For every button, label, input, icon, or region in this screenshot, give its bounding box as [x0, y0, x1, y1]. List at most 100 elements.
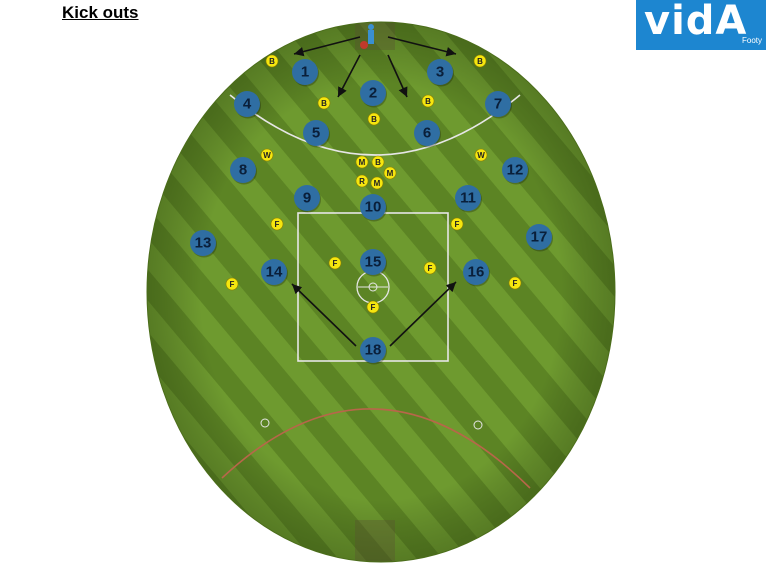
opponent-marker — [371, 155, 385, 169]
opponent-position-label: B — [321, 99, 327, 108]
opponent-m-11: M — [370, 176, 384, 190]
team-player-13: 13 — [190, 230, 217, 258]
opponent-marker — [450, 217, 464, 231]
team-player-10: 10 — [360, 194, 387, 222]
opponent-marker — [317, 96, 331, 110]
team-player-17: 17 — [526, 224, 553, 252]
player-marker — [414, 120, 440, 146]
player-marker — [360, 80, 386, 106]
opponent-position-label: B — [269, 57, 275, 66]
team-player-2: 2 — [360, 80, 387, 108]
opponent-position-label: F — [428, 264, 433, 273]
opponent-position-label: F — [513, 279, 518, 288]
player-marker — [360, 249, 386, 275]
player-number: 9 — [303, 190, 311, 207]
opponent-marker — [508, 276, 522, 290]
opponent-position-label: M — [387, 169, 394, 178]
player-marker — [427, 59, 453, 85]
player-marker — [360, 194, 386, 220]
player-marker — [190, 230, 216, 256]
player-marker — [230, 157, 256, 183]
opponent-w-6: W — [474, 148, 488, 162]
opponent-marker — [370, 176, 384, 190]
opponent-m-9: M — [383, 166, 397, 180]
opponent-marker — [473, 54, 487, 68]
arrow-to-right-forward — [389, 281, 457, 347]
opponent-marker — [383, 166, 397, 180]
player-number: 16 — [468, 264, 485, 281]
opponent-position-label: M — [359, 158, 366, 167]
player-number: 14 — [266, 264, 283, 281]
opponent-f-18: F — [366, 300, 380, 314]
player-number: 3 — [436, 64, 444, 81]
team-player-16: 16 — [463, 259, 490, 287]
team-player-5: 5 — [303, 120, 330, 148]
logo-subtext: Footy — [741, 36, 762, 45]
team-player-12: 12 — [502, 157, 529, 185]
player-number: 11 — [460, 190, 476, 207]
opponent-marker — [328, 256, 342, 270]
player-marker — [463, 259, 489, 285]
opponent-position-label: F — [230, 280, 235, 289]
opponent-position-label: M — [374, 179, 381, 188]
team-player-3: 3 — [427, 59, 454, 87]
player-marker — [485, 91, 511, 117]
player-marker — [502, 157, 528, 183]
team-player-15: 15 — [360, 249, 387, 277]
player-number: 12 — [507, 162, 524, 179]
team-player-11: 11 — [455, 185, 482, 213]
opponent-m-7: M — [355, 155, 369, 169]
opponent-marker — [355, 155, 369, 169]
player-marker — [526, 224, 552, 250]
opponent-b-1: B — [473, 54, 487, 68]
opponent-position-label: B — [477, 57, 483, 66]
kicker-figure — [360, 24, 374, 49]
opponent-f-16: F — [225, 277, 239, 291]
player-marker — [455, 185, 481, 211]
player-number: 5 — [312, 125, 320, 142]
vida-footy-logo: vidA Footy — [636, 0, 766, 50]
opponent-f-15: F — [423, 261, 437, 275]
opponent-f-17: F — [508, 276, 522, 290]
opponent-marker — [265, 54, 279, 68]
opponent-position-label: B — [371, 115, 377, 124]
opponent-f-13: F — [450, 217, 464, 231]
opponent-b-4: B — [367, 112, 381, 126]
opponent-w-5: W — [260, 148, 274, 162]
opponent-position-label: B — [375, 158, 381, 167]
player-number: 17 — [531, 229, 548, 246]
opponent-position-label: F — [275, 220, 280, 229]
opponent-b-8: B — [371, 155, 385, 169]
opponent-f-14: F — [328, 256, 342, 270]
team-player-1: 1 — [292, 59, 319, 87]
fifty-metre-arc-bottom — [221, 408, 531, 489]
player-marker — [294, 185, 320, 211]
opponent-marker — [355, 174, 369, 188]
arrow-to-right-pocket — [387, 36, 457, 57]
logo-wordmark: vidA — [644, 0, 748, 44]
opponent-r-10: R — [355, 174, 369, 188]
team-player-8: 8 — [230, 157, 257, 185]
fifty-metre-arc-top — [229, 94, 521, 156]
team-player-6: 6 — [414, 120, 441, 148]
player-number: 6 — [423, 125, 431, 142]
arrow-to-left-half — [337, 54, 361, 98]
opponent-position-label: W — [477, 151, 485, 160]
opponent-b-0: B — [265, 54, 279, 68]
player-number: 4 — [243, 96, 252, 113]
opponent-marker — [270, 217, 284, 231]
player-number: 13 — [195, 235, 212, 252]
opponent-position-label: F — [333, 259, 338, 268]
opponent-marker — [367, 112, 381, 126]
team-player-14: 14 — [261, 259, 288, 287]
player-marker — [261, 259, 287, 285]
player-marker — [360, 337, 386, 363]
player-marker — [303, 120, 329, 146]
opponent-marker — [260, 148, 274, 162]
player-number: 8 — [239, 162, 247, 179]
opponent-marker — [366, 300, 380, 314]
kick-arrows — [291, 36, 457, 347]
